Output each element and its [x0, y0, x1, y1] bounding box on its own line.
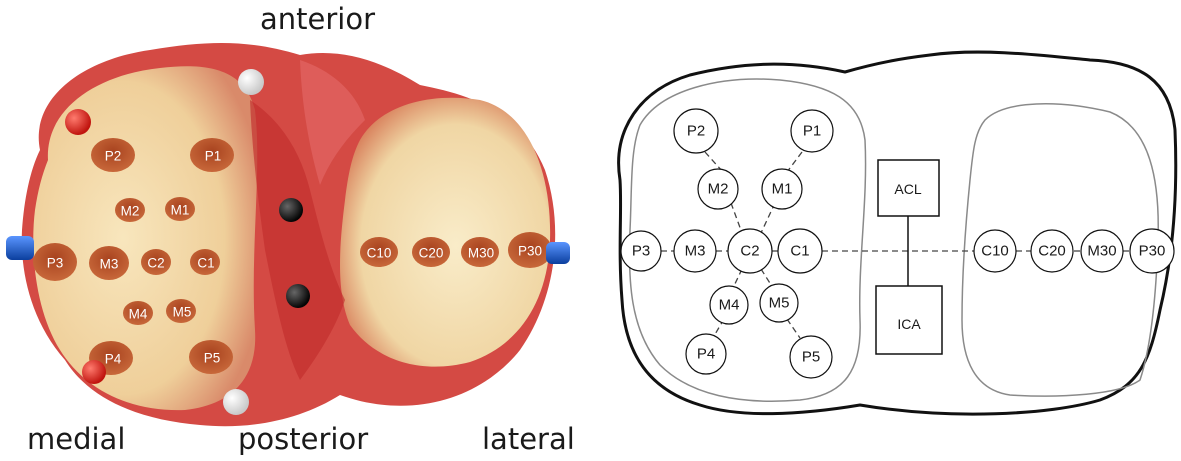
schema-label-p1: P1 [803, 123, 821, 140]
schema-label-p5: P5 [802, 349, 820, 366]
schema-label-m1: M1 [772, 181, 793, 198]
ica-label: ICA [897, 316, 921, 332]
schema-label-p3: P3 [632, 243, 650, 260]
schema-label-p4: P4 [697, 346, 715, 363]
schema-label-m3: M3 [685, 243, 706, 260]
schema-label-m2: M2 [708, 181, 729, 198]
schema-label-m5: M5 [769, 295, 790, 312]
schema-label-c1: C1 [790, 243, 809, 260]
schema-label-c10: C10 [981, 243, 1009, 260]
schema-label-c2: C2 [740, 243, 759, 260]
schema-label-m30: M30 [1087, 243, 1116, 260]
schema-label-m4: M4 [719, 297, 740, 314]
acl-label: ACL [894, 181, 921, 197]
schema-label-p2: P2 [687, 123, 705, 140]
schema-label-p30: P30 [1139, 243, 1166, 260]
schema-label-c20: C20 [1038, 243, 1066, 260]
